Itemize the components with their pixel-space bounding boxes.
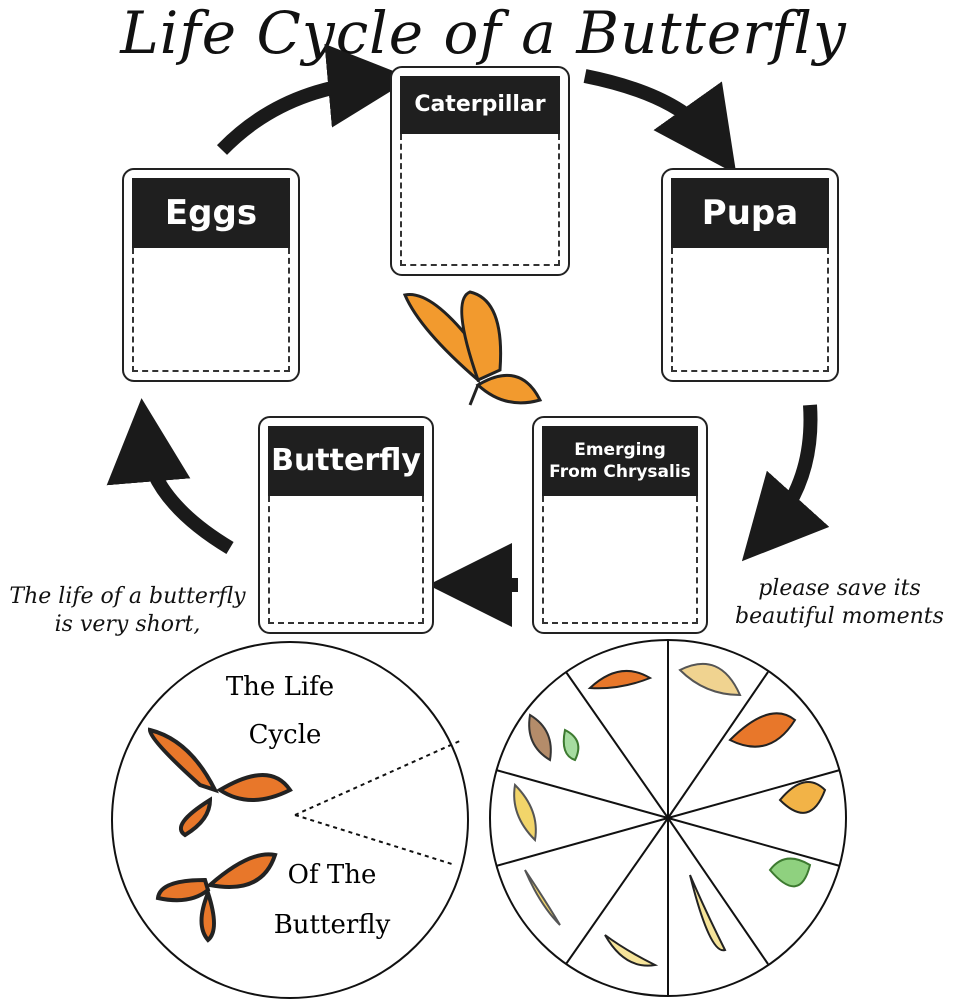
stage-label-butterfly: Butterfly [268, 426, 424, 496]
center-butterfly-illustration [405, 292, 540, 405]
wheel-title-line2: Cycle [225, 720, 345, 750]
wheel-title-line3: Of The [272, 860, 392, 890]
stage-card-pupa: Pupa [661, 168, 839, 382]
caption-right-line2: beautiful moments [712, 603, 967, 631]
wheel-title-line1: The Life [220, 672, 340, 702]
caption-right-line1: please save its [712, 575, 967, 603]
stage-label-emerging-line1: Emerging [542, 439, 698, 461]
stage-label-emerging-line2: From Chrysalis [542, 461, 698, 483]
right-wheel [490, 640, 846, 996]
caption-left-line2: is very short, [0, 611, 255, 639]
arrow-butterfly-to-eggs [145, 440, 230, 548]
stage-card-butterfly: Butterfly [258, 416, 434, 634]
stage-label-emerging: Emerging From Chrysalis [542, 426, 698, 496]
arrow-pupa-to-emerging [770, 405, 811, 530]
stage-card-eggs: Eggs [122, 168, 300, 382]
stage-label-pupa: Pupa [671, 178, 829, 248]
arrow-caterpillar-to-pupa [585, 76, 712, 140]
caption-left-line1: The life of a butterfly [0, 583, 255, 611]
stage-card-caterpillar: Caterpillar [390, 66, 570, 276]
arrow-eggs-to-caterpillar [222, 82, 370, 150]
stage-card-emerging: Emerging From Chrysalis [532, 416, 708, 634]
caption-left: The life of a butterfly is very short, [0, 583, 255, 639]
stage-label-eggs: Eggs [132, 178, 290, 248]
wheel-title-line4: Butterfly [262, 910, 402, 940]
caption-right: please save its beautiful moments [712, 575, 967, 631]
stage-label-caterpillar: Caterpillar [400, 76, 560, 134]
